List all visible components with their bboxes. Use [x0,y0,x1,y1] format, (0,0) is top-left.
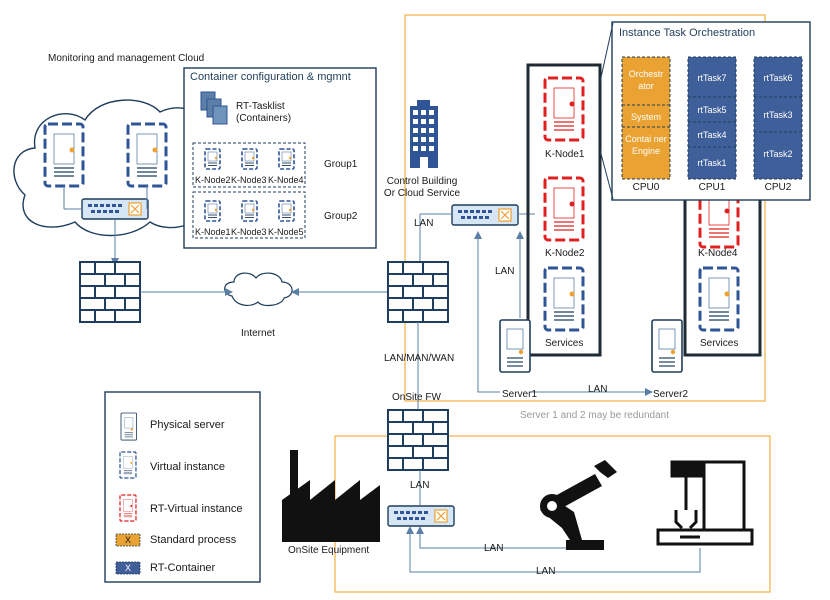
server1-label: Server1 [502,389,538,400]
legend-rt-container: RT-Container [150,562,216,574]
services1-label: Services [545,338,584,349]
knode4-label: K-Node4 [698,248,738,259]
group1-label: Group1 [324,159,358,170]
monitoring-cloud-title: Monitoring and management Cloud [48,53,205,64]
building-icon [410,100,438,168]
server2-label: Server2 [653,389,689,400]
cpu0-task-system: System [630,112,661,122]
control-lan-vertical: LAN [495,266,515,277]
robot-gantry-icon [656,460,754,546]
services2-label: Services [700,338,739,349]
legend-rt-marker: X [124,563,131,573]
cpu2-label: CPU2 [764,182,792,193]
tasklist-line1: RT-Tasklist [236,101,285,112]
cloud-firewall [79,261,141,323]
cpu2-task-1: rtTask6 [763,73,793,83]
knode1-label: K-Node1 [545,149,585,160]
internet-cloud [224,272,293,307]
robot2-lan-label: LAN [536,566,556,577]
group2-box [192,191,306,239]
monitoring-server-1 [43,122,85,188]
orchestration-title: Instance Task Orchestration [619,27,756,39]
cpu1-label: CPU1 [698,182,726,193]
onsite-switch [387,505,455,527]
cpu0-column [621,56,671,180]
group1-node-2: K-Node3 [231,175,267,185]
cpu1-task-4: rtTask1 [697,158,727,168]
control-building-area [404,14,766,402]
cpu1-column [687,56,737,180]
control-building-line2: Or Cloud Service [383,188,461,199]
onsite-firewall [387,409,449,471]
cpu2-task-2: rtTask3 [763,110,793,120]
internet-label: Internet [241,328,275,339]
control-switch [451,204,519,226]
legend-virtual-instance: Virtual instance [150,461,226,473]
legend-rt-virtual-instance: RT-Virtual instance [150,503,243,515]
control-firewall [387,261,449,323]
group1-box [192,142,306,188]
server-lan-label: LAN [588,384,608,395]
legend-standard-process: Standard process [150,534,237,546]
control-building-line1: Control Building [386,176,458,187]
server1-icon [499,319,531,373]
services2-instance [698,266,740,332]
monitoring-server-2 [126,122,168,188]
group2-node-1: K-Node1 [195,227,231,237]
onsite-fw-label: OnSite FW [392,392,441,403]
cpu2-task-3: rtTask2 [763,149,793,159]
group2-node-2: K-Node3 [231,227,267,237]
control-lan-label: LAN [414,218,434,229]
cpu2-column [753,56,803,180]
group1-node-1: K-Node2 [195,175,231,185]
knode2-label: K-Node2 [545,248,585,259]
cpu0-label: CPU0 [632,182,660,193]
server2-icon [651,319,683,373]
robot-arm-icon [540,460,617,550]
tasklist-line2: (Containers) [236,113,292,124]
container-config-title: Container configuration & mgmnt [190,71,351,83]
tasklist-icon [200,91,228,125]
cpu1-task-3: rtTask4 [697,130,727,140]
cpu0-task-container-engine: Contai ner Engine [625,134,667,156]
legend-standard-marker: X [124,535,131,545]
group1-node-3: K-Node4 [268,175,304,185]
onsite-equipment-label: OnSite Equipment [288,545,370,556]
services1-instance [543,266,585,332]
monitoring-switch [81,198,149,220]
cpu1-task-2: rtTask5 [697,105,727,115]
knode1-instance [543,76,585,142]
onsite-lan-label: LAN [410,480,430,491]
cpu1-task-1: rtTask7 [697,73,727,83]
cpu0-task-orchestrator: Orchestr ator [628,69,664,91]
factory-icon [282,450,380,542]
robot1-lan-label: LAN [484,543,504,554]
redundant-note: Server 1 and 2 may be redundant [520,410,669,421]
group2-label: Group2 [324,211,358,222]
group2-node-3: K-Node5 [268,227,304,237]
lan-man-wan-label: LAN/MAN/WAN [384,353,455,364]
legend-physical-server: Physical server [150,419,225,431]
knode-server1-cluster [526,63,602,357]
knode2-instance [543,176,585,242]
